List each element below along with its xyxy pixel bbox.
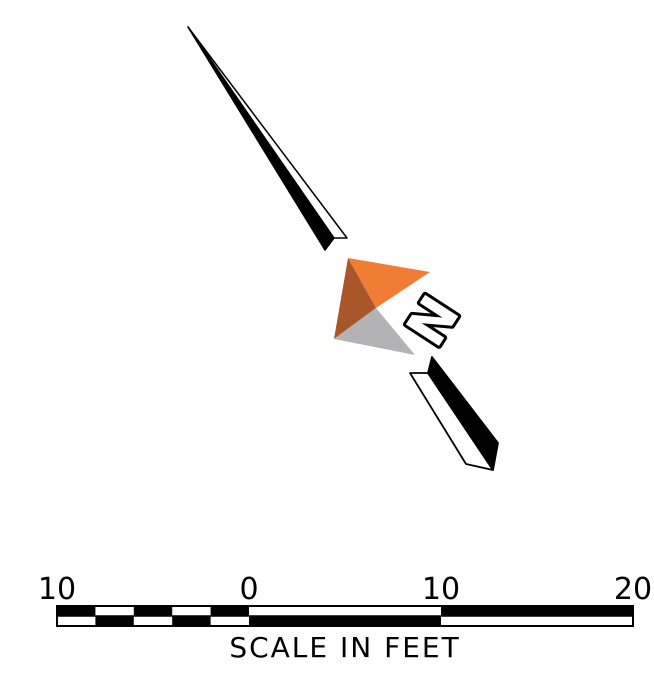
- scale-label-0: 0: [239, 572, 258, 607]
- upper-needle-black-face: [187, 26, 335, 251]
- north-arrow-center-diamond: [334, 258, 430, 355]
- scale-segment-2-bottom: [95, 616, 134, 626]
- diamond-brown-facet: [334, 258, 376, 339]
- north-arrow-lower-needle: [409, 356, 499, 471]
- scale-bar: 10 0 10 20 SCALE IN FEET: [38, 572, 652, 664]
- scale-segment-5-top: [210, 606, 249, 616]
- scale-segment-10-20-top: [441, 606, 633, 616]
- lower-needle-black-face: [427, 356, 499, 471]
- scale-segment-1-top: [57, 606, 96, 616]
- upper-needle-white-face: [187, 26, 348, 239]
- scale-segment-4-bottom: [172, 616, 211, 626]
- north-arrow: N: [187, 26, 499, 471]
- scale-label-10-left: 10: [38, 572, 76, 607]
- north-arrow-upper-needle: [187, 26, 348, 251]
- scale-segment-3-top: [133, 606, 173, 616]
- scale-bar-title: SCALE IN FEET: [229, 631, 460, 664]
- scale-segment-0-10-bottom: [249, 616, 441, 626]
- diamond-orange-facet: [348, 258, 430, 308]
- diamond-gray-facet: [334, 308, 415, 355]
- scale-label-20: 20: [614, 572, 652, 607]
- scale-label-10-right: 10: [422, 572, 460, 607]
